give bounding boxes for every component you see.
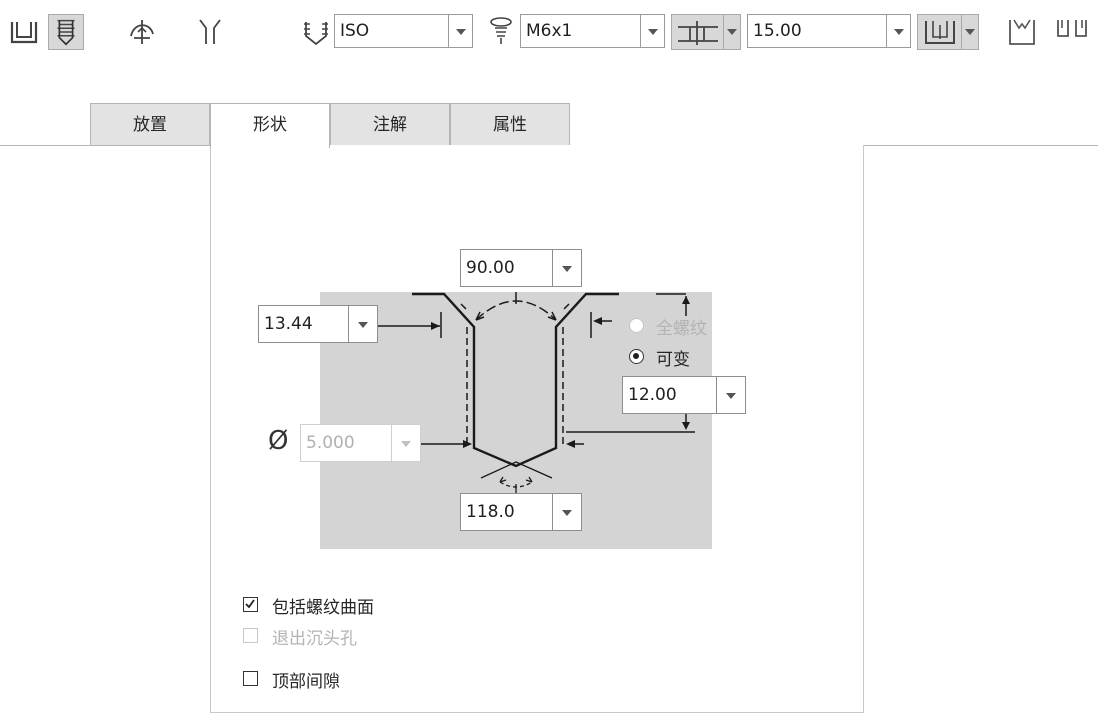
checkmark-icon (245, 599, 255, 609)
simple-hole-icon[interactable] (6, 14, 42, 50)
depth-value: 15.00 (753, 21, 802, 41)
tapping-button[interactable] (917, 14, 979, 50)
top-angle-field[interactable]: 90.00 (460, 249, 582, 287)
chevron-down-icon[interactable] (552, 250, 581, 286)
tip-angle-value: 118.0 (466, 502, 515, 522)
screw-size-value: M6x1 (526, 21, 573, 41)
countersink-diameter-field[interactable]: 13.44 (258, 305, 378, 343)
depth-value-dropdown[interactable]: 15.00 (747, 14, 911, 48)
exit-countersink-label: 退出沉头孔 (272, 629, 357, 649)
screw-size-icon (482, 14, 520, 50)
top-clearance-checkbox[interactable] (243, 671, 258, 686)
full-thread-radio (629, 318, 644, 333)
include-thread-surface-label: 包括螺纹曲面 (272, 598, 374, 618)
screw-size-dropdown[interactable]: M6x1 (520, 14, 665, 48)
chevron-down-icon[interactable] (552, 494, 581, 530)
chevron-down-icon[interactable] (448, 15, 472, 47)
sketched-hole-icon[interactable] (124, 14, 160, 50)
drill-diameter-value: 5.000 (306, 433, 355, 453)
variable-thread-radio[interactable] (629, 349, 644, 364)
thread-depth-field[interactable]: 12.00 (622, 376, 746, 414)
chevron-down-icon[interactable] (723, 15, 740, 49)
countersink-diameter-value: 13.44 (264, 314, 313, 334)
thread-type-icon (298, 14, 334, 50)
chevron-down-icon[interactable] (716, 377, 745, 413)
standard-thread-hole-icon[interactable] (48, 14, 84, 50)
chevron-down-icon (391, 425, 420, 461)
chevron-down-icon[interactable] (640, 15, 664, 47)
tapered-hole-icon[interactable] (192, 14, 228, 50)
tapping-icon (918, 15, 962, 49)
exit-countersink-checkbox (243, 628, 258, 643)
tab-shape[interactable]: 形状 (210, 103, 330, 148)
tab-placement[interactable]: 放置 (90, 103, 210, 145)
top-angle-value: 90.00 (466, 258, 515, 278)
tab-annotation[interactable]: 注解 (330, 103, 450, 145)
chevron-down-icon[interactable] (348, 306, 377, 342)
thread-standard-dropdown[interactable]: ISO (334, 14, 473, 48)
diameter-symbol-icon: Ø (268, 426, 289, 456)
include-thread-surface-checkbox[interactable] (243, 597, 258, 612)
variable-thread-label: 可变 (656, 350, 690, 370)
tip-angle-field[interactable]: 118.0 (460, 493, 582, 531)
depth-option-icon (672, 15, 724, 49)
drill-diameter-field: 5.000 (300, 424, 421, 462)
counterbore-icon[interactable] (1054, 14, 1090, 50)
countersink-icon[interactable] (1004, 14, 1040, 50)
thread-standard-value: ISO (340, 21, 370, 41)
tab-properties[interactable]: 属性 (450, 103, 570, 145)
chevron-down-icon[interactable] (886, 15, 910, 47)
thread-depth-value: 12.00 (628, 385, 677, 405)
chevron-down-icon[interactable] (961, 15, 978, 49)
depth-option-button[interactable] (671, 14, 741, 50)
full-thread-label: 全螺纹 (656, 319, 707, 339)
top-clearance-label: 顶部间隙 (272, 672, 340, 692)
